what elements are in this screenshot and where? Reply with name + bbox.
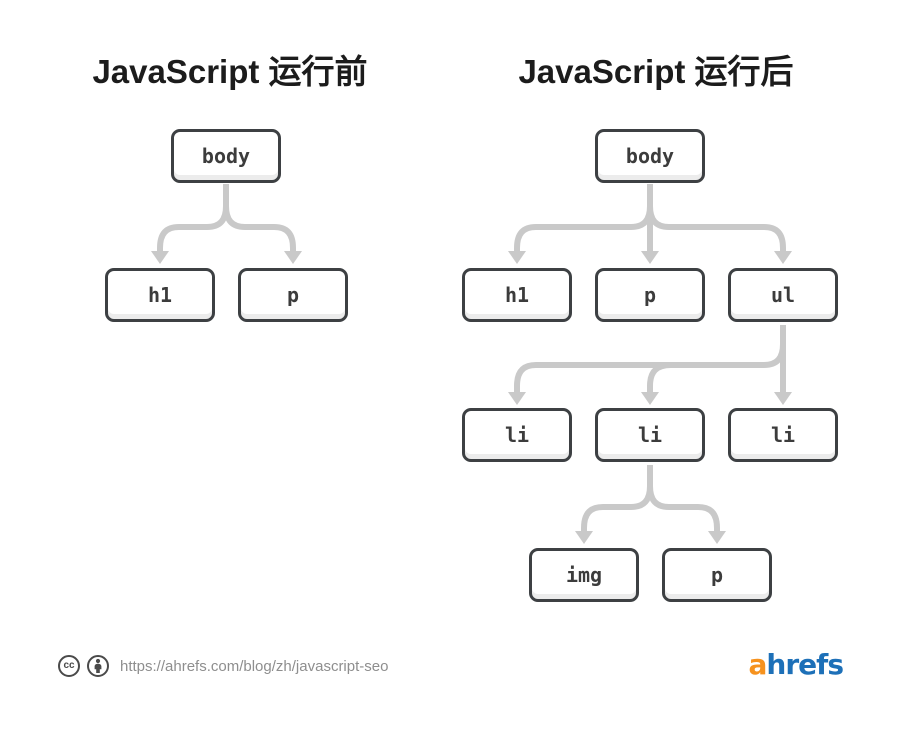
node-box-right-p2: p xyxy=(662,548,772,602)
node-box-left-body: body xyxy=(171,129,281,183)
license-footer: cc https://ahrefs.com/blog/zh/javascript… xyxy=(58,653,388,679)
ahrefs-logo-hrefs: hrefs xyxy=(766,648,844,681)
ahrefs-logo-a: a xyxy=(748,648,768,681)
node-box-right-h1: h1 xyxy=(462,268,572,322)
node-box-right-li1: li xyxy=(462,408,572,462)
node-box-right-li3: li xyxy=(728,408,838,462)
source-url: https://ahrefs.com/blog/zh/javascript-se… xyxy=(120,657,389,675)
node-box-left-p: p xyxy=(238,268,348,322)
ahrefs-logo: ahrefs xyxy=(749,650,844,680)
node-box-right-body: body xyxy=(595,129,705,183)
node-box-left-h1: h1 xyxy=(105,268,215,322)
node-box-right-ul: ul xyxy=(728,268,838,322)
node-box-right-li2: li xyxy=(595,408,705,462)
title-after-js: JavaScript 运行后 xyxy=(518,53,794,90)
title-before-js: JavaScript 运行前 xyxy=(92,53,368,90)
node-box-right-img: img xyxy=(529,548,639,602)
node-box-right-p: p xyxy=(595,268,705,322)
cc-license-icon: cc xyxy=(58,655,80,677)
person-icon xyxy=(94,658,102,673)
cc-license-label: cc xyxy=(63,660,75,671)
cc-attribution-icon xyxy=(87,655,109,677)
